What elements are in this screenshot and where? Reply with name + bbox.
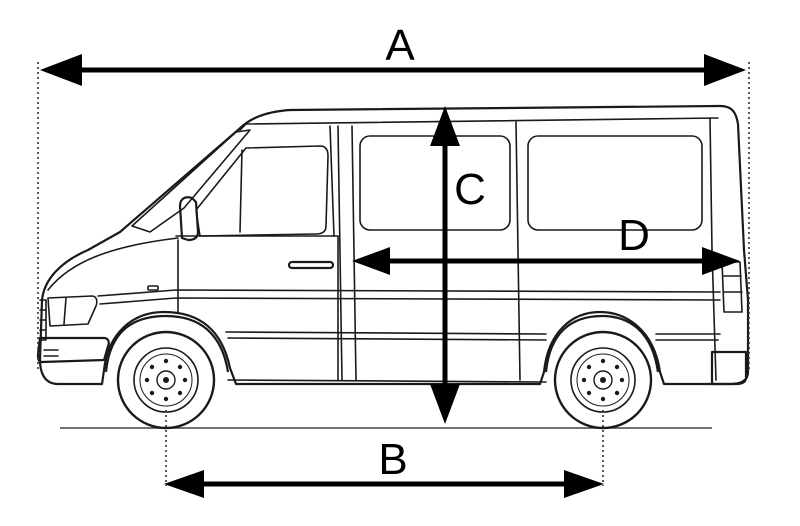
rear-bumper <box>710 350 748 386</box>
body-line-upper <box>97 289 721 297</box>
rear-wheel <box>553 330 653 430</box>
dimension-c-label: C <box>454 165 486 214</box>
dimension-a-label: A <box>385 21 415 70</box>
front-bumper <box>36 336 110 364</box>
front-wheel-arch <box>104 314 230 373</box>
rear-pillar <box>709 117 717 381</box>
rear-wheel-arch <box>544 314 660 373</box>
fog-light <box>43 349 59 357</box>
rear-light-lines <box>723 275 743 293</box>
sliding-door-front-edge <box>351 125 357 381</box>
front-wheel-lugs <box>144 358 188 402</box>
b-pillar <box>329 125 335 237</box>
rear-wheel-lugs <box>581 358 625 402</box>
front-wheel <box>116 330 216 430</box>
dimension-a-arrow <box>40 54 746 86</box>
dimension-b-label: B <box>378 435 407 484</box>
hood-line <box>47 237 179 291</box>
body-line-middle <box>99 297 721 305</box>
dimension-d-label: D <box>618 211 650 260</box>
headlight-divider <box>63 297 67 325</box>
side-window-rear <box>527 135 703 231</box>
b-pillar-2 <box>337 125 343 381</box>
rear-light <box>721 261 743 313</box>
side-window-middle <box>359 135 511 231</box>
van-body-outline <box>38 104 750 386</box>
van-drawing <box>36 104 750 430</box>
dimension-c-arrow <box>430 106 460 424</box>
headlight <box>47 295 98 327</box>
body-line-lower-2 <box>227 337 719 341</box>
body-line-lower <box>225 331 721 335</box>
windshield <box>131 129 251 233</box>
front-door-handle <box>287 260 335 270</box>
side-indicator <box>147 285 159 291</box>
dimension-b-arrow <box>164 470 604 498</box>
side-mirror <box>178 196 200 242</box>
window-divider <box>239 149 243 233</box>
front-door-window <box>195 145 329 237</box>
dimension-d-arrow <box>352 247 740 275</box>
sliding-door-rear-edge <box>515 121 521 381</box>
grille <box>39 299 47 341</box>
roof-line <box>239 117 719 131</box>
sill-line <box>227 379 547 383</box>
